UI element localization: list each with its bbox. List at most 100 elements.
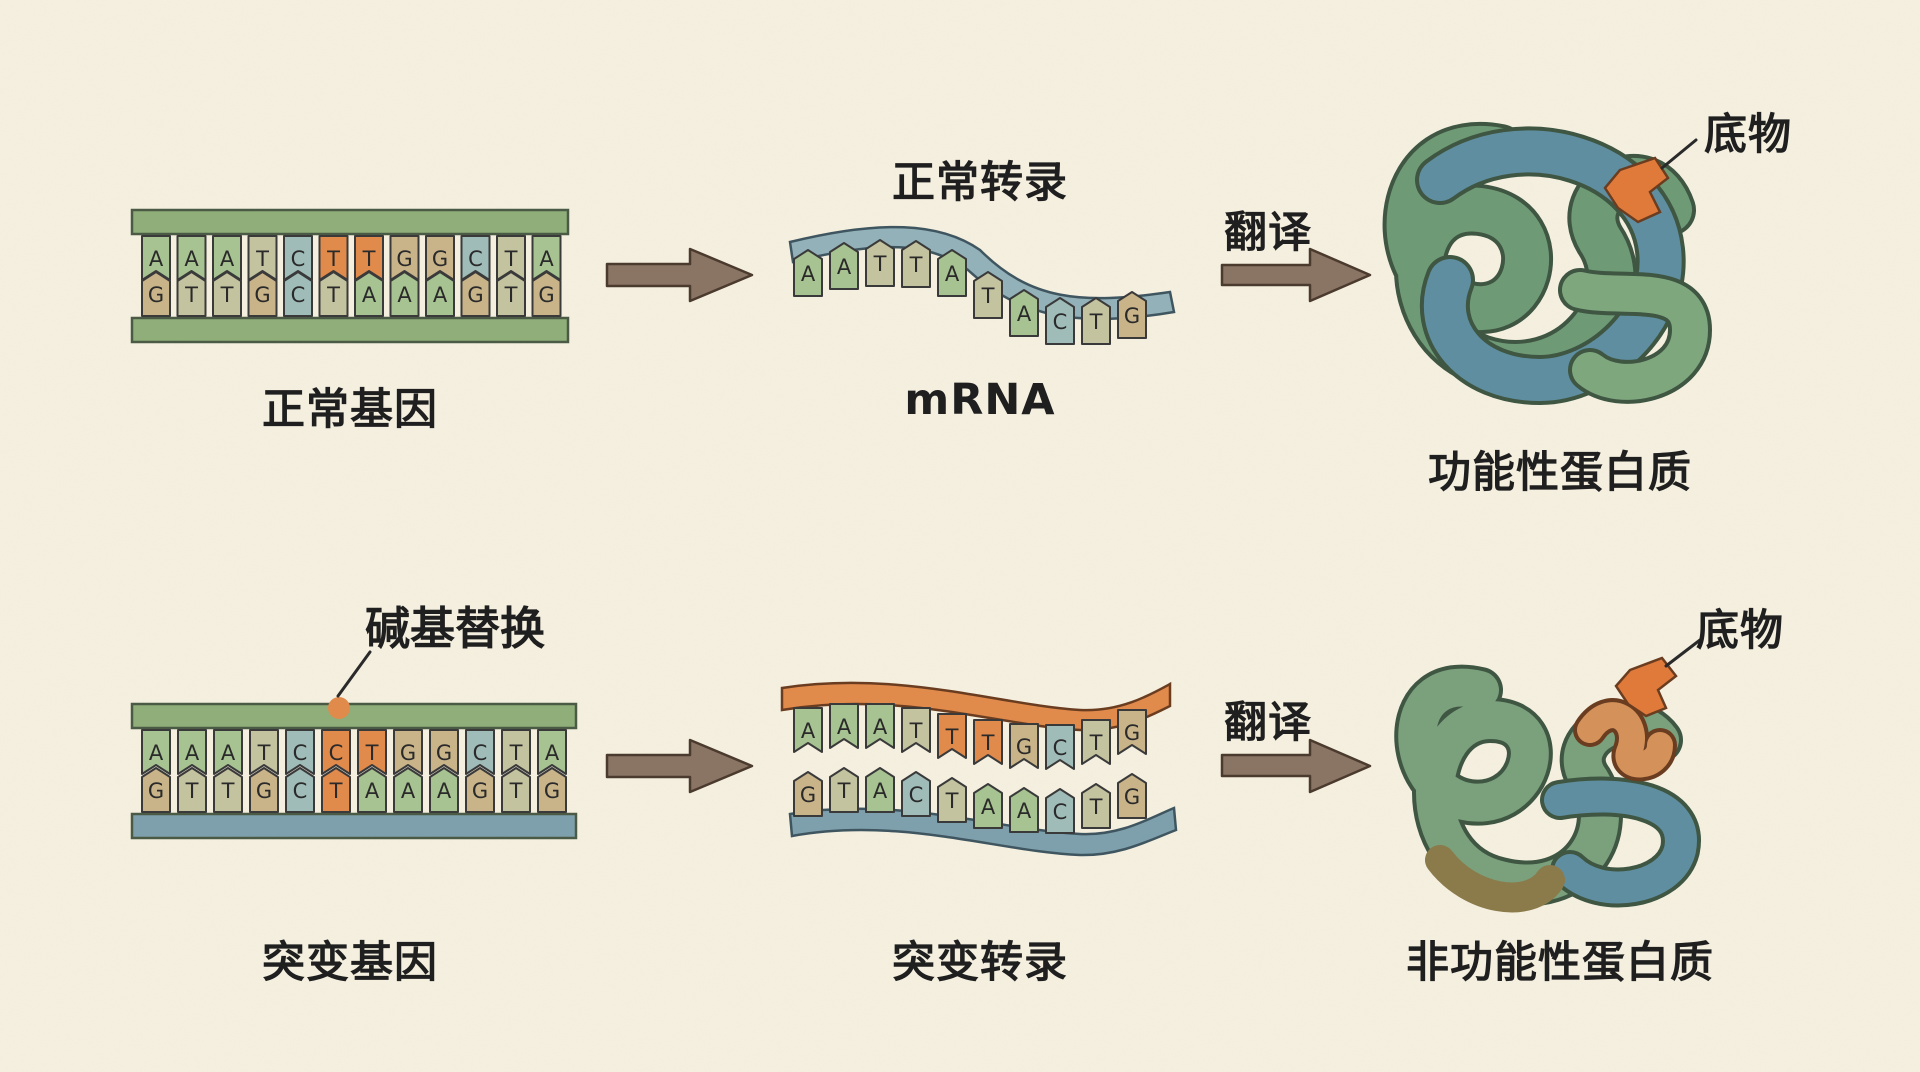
mutant-dna-top-base-5-shape [321,729,351,775]
mutant-dna-top-base-0-shape [141,729,171,775]
mutant-transcript-bottom-base-0-letter: G [800,783,816,807]
mutant-dna-top-base-7-shape [393,729,423,775]
mutant-dna-bottom-base-6-shape [357,767,387,813]
mrna-base-2-letter: T [873,252,887,276]
normal-dna-bottom-base-9: G [460,271,491,317]
mutant-transcript-bottom-base-2-letter: A [873,779,888,803]
label-mrna: mRNA [904,375,1056,425]
mutant-dna-bottom-base-8: A [429,767,459,813]
mutant-dna-top-base-7: G [393,729,423,775]
normal-dna-bottom-base-3: G [247,271,278,317]
mutant-dna-top-base-10-letter: T [509,741,523,765]
mutant-dna-top-base-1-shape [177,729,207,775]
mutation-pointer-line [336,650,372,698]
normal-dna-bottom-base-6: A [354,271,384,317]
mutant-transcript-top-base-6: G [1009,723,1039,769]
mutant-dna-top-base-4-shape [285,729,315,775]
mrna-base-5-letter: T [981,284,995,308]
mutation-marker-dot [328,697,350,719]
normal-dna-top-base-8: G [425,235,455,281]
mrna-base-5: T [973,271,1003,319]
arrow-translation-bottom [1220,738,1372,794]
normal-dna-bottom-base-8-shape [425,271,455,317]
mrna-base-8-letter: T [1089,310,1103,334]
mrna-base-1: A [829,242,859,290]
normal-dna-bottom-base-7-letter: A [397,283,412,307]
mutant-dna-bottom-base-4: C [285,767,315,813]
mutant-dna-bottom-base-9-shape [465,767,495,813]
normal-dna-top-base-3-letter: T [255,247,269,271]
mrna-base-3: T [901,240,931,288]
mrna-base-6: A [1009,289,1039,337]
normal-dna-top-base-8-letter: G [432,247,448,271]
normal-dna-bottom-base-4-letter: C [291,283,306,307]
mutant-transcript-bottom-base-1: T [829,767,859,813]
normal-dna-bottom-base-3-letter: G [254,283,270,307]
mrna-base-4: A [937,249,967,297]
normal-dna-top-base-6-letter: T [362,247,376,271]
label-normal-transcription: 正常转录 [892,158,1068,208]
mutant-dna-top-base-6-shape [357,729,387,775]
normal-dna-top-base-7-letter: G [396,247,412,271]
mutant-transcript-top-base-5-letter: T [981,731,995,755]
label-translation-top: 翻译 [1224,208,1312,258]
mutant-dna-bottom-base-7-shape [393,767,423,813]
mrna-base-5-shape [973,271,1003,319]
mrna-base-8: T [1081,297,1111,345]
mutant-transcript-top-base-2-shape [865,703,895,749]
normal-dna-top-base-4: C [283,235,313,281]
label-mutant-gene: 突变基因 [262,938,438,988]
normal-dna-bottom-base-0: G [141,271,171,317]
mutant-dna-bottom-base-11-shape [537,767,567,813]
mutant-transcript-top-base-5-shape [973,719,1003,765]
mutant-dna-bottom-base-3-shape [249,767,279,813]
mutant-transcript-bottom-base-2: A [865,767,895,813]
mutant-transcript-bottom-base-5-shape [973,783,1003,829]
mutant-dna-top-base-0-letter: A [149,741,164,765]
mutant-dna-top-base-8-letter: G [436,741,452,765]
mutant-dna-top-base-1: A [177,729,207,775]
mutant-transcript-top-base-3-letter: T [909,719,923,743]
mutant-dna-bottom-base-4-shape [285,767,315,813]
arrow-transcription-top [605,247,754,303]
mutant-transcript-top-base-7-letter: C [1053,736,1068,760]
mutant-dna-top-base-3-letter: T [257,741,271,765]
normal-dna-bottom-base-4: C [283,271,313,317]
mutant-transcript-top-backbone [780,681,1172,732]
normal-dna-top-base-11-letter: A [539,247,554,271]
mutant-transcript-bottom-base-8-letter: T [1089,795,1103,819]
normal-dna-top-base-10-letter: T [504,247,518,271]
mutant-transcript-bottom-base-1-shape [829,767,859,813]
mutant-transcript-top-base-6-shape [1009,723,1039,769]
mrna-base-1-letter: A [837,255,852,279]
mrna-base-8-shape [1081,297,1111,345]
mutant-dna-top-base-9: C [465,729,495,775]
mrna-base-6-shape [1009,289,1039,337]
normal-dna-bottom-base-11: G [531,271,562,317]
mrna-base-0: A [793,249,823,297]
normal-dna-bottom-base-11-shape [531,271,562,317]
mutant-transcript-bottom-base-7: C [1045,788,1075,834]
mutant-dna-bottom-base-0: G [141,767,171,813]
mutant-dna-top-base-10: T [501,729,531,775]
normal-dna-bottom-base-1: T [176,271,207,317]
mutant-dna-bottom-base-0-letter: G [148,779,164,803]
dna-top-backbone [130,208,570,236]
mutant-transcript-top-base-1: A [829,703,859,749]
normal-dna-bottom-base-10-shape [496,271,526,317]
arrow-transcription-bottom [605,738,754,794]
mrna-base-9: G [1117,291,1147,339]
mutant-dna-top-base-11: A [537,729,567,775]
normal-dna-bottom-base-3-shape [247,271,278,317]
mutant-dna-top-base-1-letter: A [185,741,200,765]
normal-dna-top-base-11: A [531,235,562,281]
mutant-transcript-bottom-base-3-letter: C [909,783,924,807]
mutant-transcript-bottom-base-9-letter: G [1124,785,1140,809]
functional-protein-illustration [1382,122,1713,406]
mutant-dna-top-base-3: T [249,729,279,775]
mrna-base-4-shape [937,249,967,297]
nonfunctional-protein-illustration [1394,638,1702,913]
